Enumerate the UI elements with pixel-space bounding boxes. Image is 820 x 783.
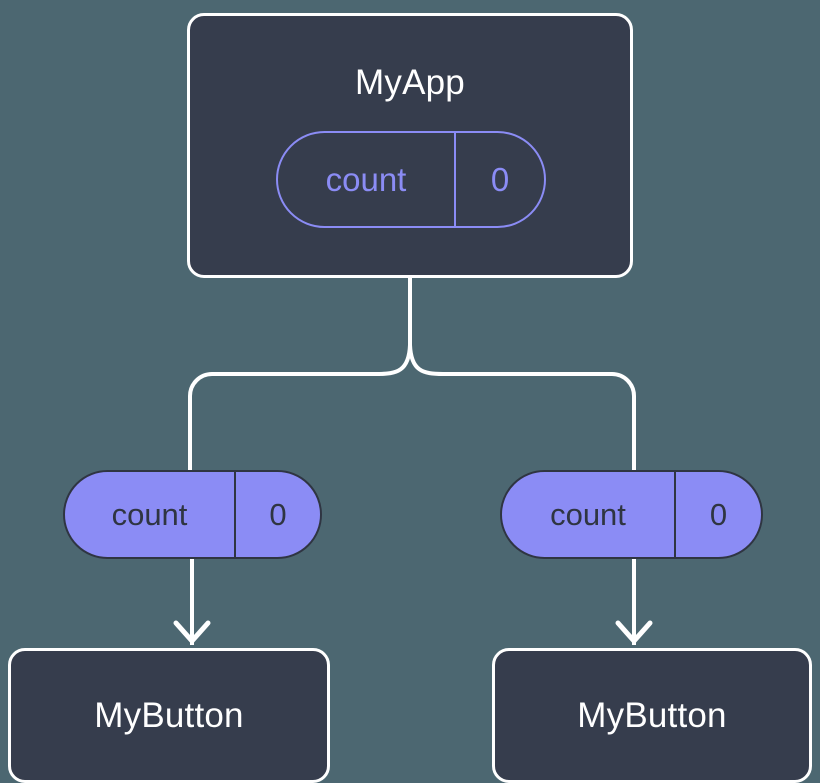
arrow-head-right-icon	[615, 620, 653, 644]
prop-pill-left-value: 0	[269, 497, 287, 532]
prop-pill-right-value: 0	[709, 497, 728, 532]
component-node-mybutton-right[interactable]: MyButton	[492, 648, 812, 783]
state-pill-root-value: 0	[490, 161, 510, 198]
component-label-mybutton-right: MyButton	[577, 696, 727, 735]
arrow-head-left-icon	[173, 620, 211, 644]
prop-pill-left[interactable]: count 0	[63, 470, 322, 559]
prop-pill-right[interactable]: count 0	[500, 470, 763, 559]
connector-branch-right	[408, 343, 636, 480]
prop-pill-left-name: count	[65, 472, 236, 557]
component-label-mybutton-left: MyButton	[94, 696, 244, 735]
component-label-myapp: MyApp	[355, 63, 465, 102]
prop-pill-right-name: count	[502, 472, 676, 557]
component-node-mybutton-left[interactable]: MyButton	[8, 648, 330, 783]
state-pill-root-name: count	[278, 133, 456, 226]
connector-branch-left	[188, 343, 412, 480]
state-pill-root[interactable]: count 0	[276, 131, 546, 228]
